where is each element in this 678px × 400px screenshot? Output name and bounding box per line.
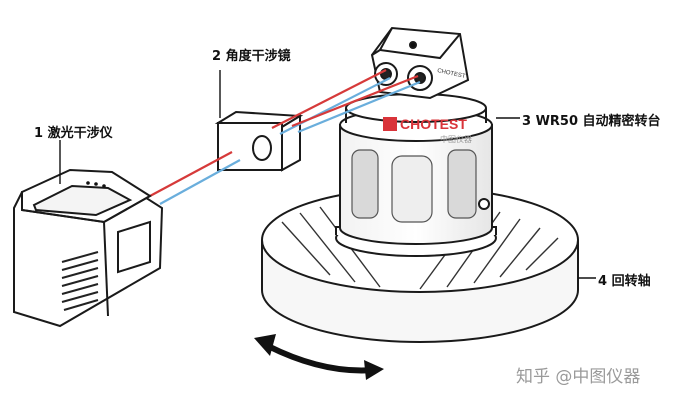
label-number: 4 (598, 274, 608, 289)
label-laser-interferometer: 1 激光干涉仪 (34, 122, 113, 141)
label-text: 回转轴 (611, 274, 651, 289)
watermark: 知乎 @中图仪器 (516, 367, 641, 387)
rotation-arrow-icon (254, 334, 384, 380)
label-rotary-table: 3 WR50 自动精密转台 (522, 110, 661, 129)
indicator-dots (86, 181, 106, 188)
label-text: 角度干涉镜 (225, 49, 291, 64)
label-rotary-axis: 4 回转轴 (598, 270, 651, 289)
label-text: 激光干涉仪 (47, 126, 113, 141)
head-logo-text: CHOTEST (437, 68, 467, 80)
label-number: 1 (34, 126, 44, 141)
table-windows (351, 149, 477, 223)
brand-sub-text: 中图仪器 (440, 134, 472, 144)
laser-interferometer (13, 168, 164, 328)
brand-logo-mark (383, 117, 397, 131)
leader-lines (59, 70, 596, 279)
label-number: 2 (212, 49, 222, 64)
brand-logo-text: CHOTEST (400, 116, 467, 132)
knob-icon (478, 198, 490, 210)
laser-beams (149, 69, 421, 205)
label-angular-mirror: 2 角度干涉镜 (212, 45, 291, 64)
reflector-head: CHOTEST (370, 26, 470, 100)
label-text: WR50 自动精密转台 (535, 114, 661, 129)
vent-grille (61, 251, 99, 311)
rotary-table: CHOTEST 中图仪器 (335, 93, 497, 257)
label-number: 3 (522, 114, 532, 129)
